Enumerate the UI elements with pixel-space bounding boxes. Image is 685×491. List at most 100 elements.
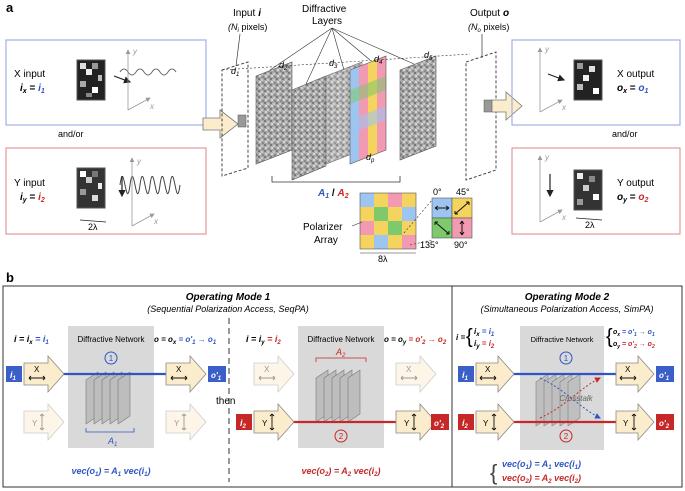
seq2-a2: A2 [335,347,346,359]
angle-0: 0° [433,187,442,197]
optical-axis [221,53,471,71]
seq2-y-input-pol [269,413,275,431]
layers-leaders [269,27,415,85]
svg-text:d1: d1 [231,66,239,78]
x-output-label: X output [617,69,654,80]
svg-text:ox = o'1 → o1: ox = o'1 → o1 [613,329,655,338]
m2-i2-text: i2 [462,418,469,430]
output-wavelength-bar [575,217,603,221]
seq2-output-eq: o = oy = o'2 → o2 [384,335,447,346]
polarizer-label-2: Array [314,235,338,246]
seq2-a2-bracket [315,357,367,362]
polarizer-label-1: Polarizer [303,222,343,233]
svg-text:oy = o'2 → o2: oy = o'2 → o2 [613,341,655,350]
layer-2 [291,75,327,181]
polarizer-leader [351,221,363,227]
m2-o2-box [656,414,674,430]
x-input-axis-y: y [132,47,138,56]
m2-o1-box [656,366,674,382]
output-patch [483,99,493,113]
seq1-i1-box [6,366,22,382]
output-arrow [491,91,523,121]
x-output-eq: ox = o1 [617,83,649,95]
seq1-x-output-label: X [176,365,182,374]
y-output-eq: oy = o2 [617,192,649,204]
mode2-subtitle: (Simultaneous Polarization Access, SimPA… [480,304,653,314]
seq2-o2-box [431,414,449,430]
y-output-axis-x: x [561,213,567,222]
svg-text:d4: d4 [374,54,383,66]
seq2-step-circle [334,429,348,443]
y-input-label: Y input [14,178,45,189]
y-output-box [511,147,681,235]
seq2-x-input-label: X [264,365,270,374]
seq1-vec-eq: vec(o1) = A1 vec(i1) [72,466,151,478]
svg-text:i =: i = [456,333,465,342]
seq2-i2-box [236,414,252,430]
x-input-label: X input [14,69,45,80]
seq2-layers [315,369,361,423]
x-output-pol-arrow [547,73,566,82]
seq1-i1-text: i1 [10,370,17,382]
m2-i2-box [458,414,474,430]
seq2-step-num: 2 [339,432,344,441]
m2-i1-box [458,366,474,382]
seq1-y-input-arrow [23,402,65,442]
svg-text:d2: d2 [279,60,288,72]
seq2-x-output-pol [400,375,418,381]
x-input-image [76,59,106,101]
y-output-label: Y output [617,178,654,189]
panel-b-label: b [6,270,14,285]
y-output-axis-y: y [544,153,550,162]
y-input-eq: iy = i2 [20,192,45,204]
y-input-wave [119,175,181,195]
layers-title-2: Layers [312,16,342,27]
m2-step2-circle [559,429,573,443]
mode2-title: Operating Mode 2 [525,292,610,303]
svg-text:d5: d5 [424,50,433,62]
x-output-axis-y: y [544,45,550,54]
m2-network-label: Diffractive Network [531,335,594,344]
seq1-x-output-arrow [165,354,207,394]
seq1-output-eq: o = ox = o'1 → o1 [154,335,217,346]
x-input-wave [119,68,177,76]
m2-y-output-pol [631,413,637,431]
seq1-x-output-pol [170,375,188,381]
seq2-y-output-label: Y [404,419,410,428]
layers-title-1: Diffractive [302,4,347,15]
m2-step1-circle [559,351,573,365]
x-output-axis-x: x [561,103,567,112]
y-input-axis-y: y [136,157,142,166]
seq1-step-num: 1 [109,354,114,363]
m2-o1-text: o'1 [659,371,670,382]
y-output-axes [537,155,563,223]
m2-step1-num: 1 [564,354,569,363]
layers-bracket [271,176,401,183]
diffractive-layers [255,55,437,181]
seq1-layers [85,371,131,425]
seq2-network-label: Diffractive Network [308,335,376,344]
mode2-frame [451,285,683,488]
m2-y-output-label: Y [623,419,629,428]
seq2-x-output-arrow [395,354,437,394]
x-input-axis-x: x [149,102,155,111]
svg-text:{: { [606,326,613,348]
polarizer-size: 8λ [378,254,388,264]
mode1-title: Operating Mode 1 [186,292,271,303]
seq2-y-output-pol [411,413,417,431]
x-input-eq: ix = i1 [20,83,45,95]
dp-label: dp [366,152,375,164]
m2-o2-text: o'2 [659,419,670,430]
seq2-input-eq: i = iy = i2 [246,334,281,346]
m2-x-output-arrow [615,354,655,394]
y-input-axis-x: x [153,217,159,226]
seq1-o1-text: o'1 [211,371,222,382]
seq1-x-input-arrow [23,354,65,394]
angle-135: 135° [420,240,439,250]
polarizer-layer [349,55,387,165]
x-input-box [5,39,207,126]
seq2-o2-text: o'2 [434,419,445,430]
m2-step2-num: 2 [564,432,569,441]
y-input-box [5,147,207,235]
